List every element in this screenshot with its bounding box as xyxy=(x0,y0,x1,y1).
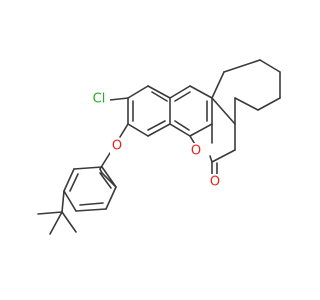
bond xyxy=(61,190,65,213)
ether-oxygen-label: O xyxy=(112,139,122,154)
bond xyxy=(73,166,103,170)
bond xyxy=(209,155,213,163)
bond xyxy=(49,211,63,235)
label-background xyxy=(189,143,203,159)
bond xyxy=(257,97,281,111)
bond xyxy=(174,120,190,131)
bond xyxy=(75,208,107,212)
bond xyxy=(99,172,112,189)
bond xyxy=(127,123,149,137)
bond xyxy=(119,123,129,138)
bond xyxy=(147,123,171,137)
label-background xyxy=(110,138,124,154)
bond xyxy=(63,190,77,212)
label-background xyxy=(208,174,222,190)
bond xyxy=(169,85,191,99)
bond xyxy=(109,97,129,101)
bond xyxy=(69,173,79,192)
bond xyxy=(151,91,168,102)
bond xyxy=(211,97,236,125)
bonds xyxy=(37,59,281,235)
bond xyxy=(127,85,149,99)
chlorine-label: Cl xyxy=(93,92,106,107)
bond xyxy=(189,123,213,137)
bond xyxy=(37,211,63,215)
bond xyxy=(105,186,117,210)
atom-labels: Cl O O O xyxy=(88,91,222,190)
bond xyxy=(189,85,213,99)
carbonyl-oxygen-label: O xyxy=(210,175,220,190)
bond xyxy=(234,97,259,111)
bond xyxy=(223,59,261,73)
bond xyxy=(147,85,171,99)
bond xyxy=(211,149,236,163)
bond xyxy=(79,202,104,206)
bond xyxy=(211,71,225,99)
bond xyxy=(61,211,77,233)
bond xyxy=(169,123,191,137)
ring-oxygen-label: O xyxy=(191,144,201,159)
structure-diagram: Cl O O O xyxy=(37,59,281,235)
bond xyxy=(101,166,117,188)
molecule-canvas: Cl O O O xyxy=(37,59,281,235)
bond xyxy=(259,59,281,73)
bond xyxy=(174,91,191,102)
label-background xyxy=(88,91,110,107)
bond xyxy=(63,168,75,192)
bond xyxy=(147,120,166,131)
